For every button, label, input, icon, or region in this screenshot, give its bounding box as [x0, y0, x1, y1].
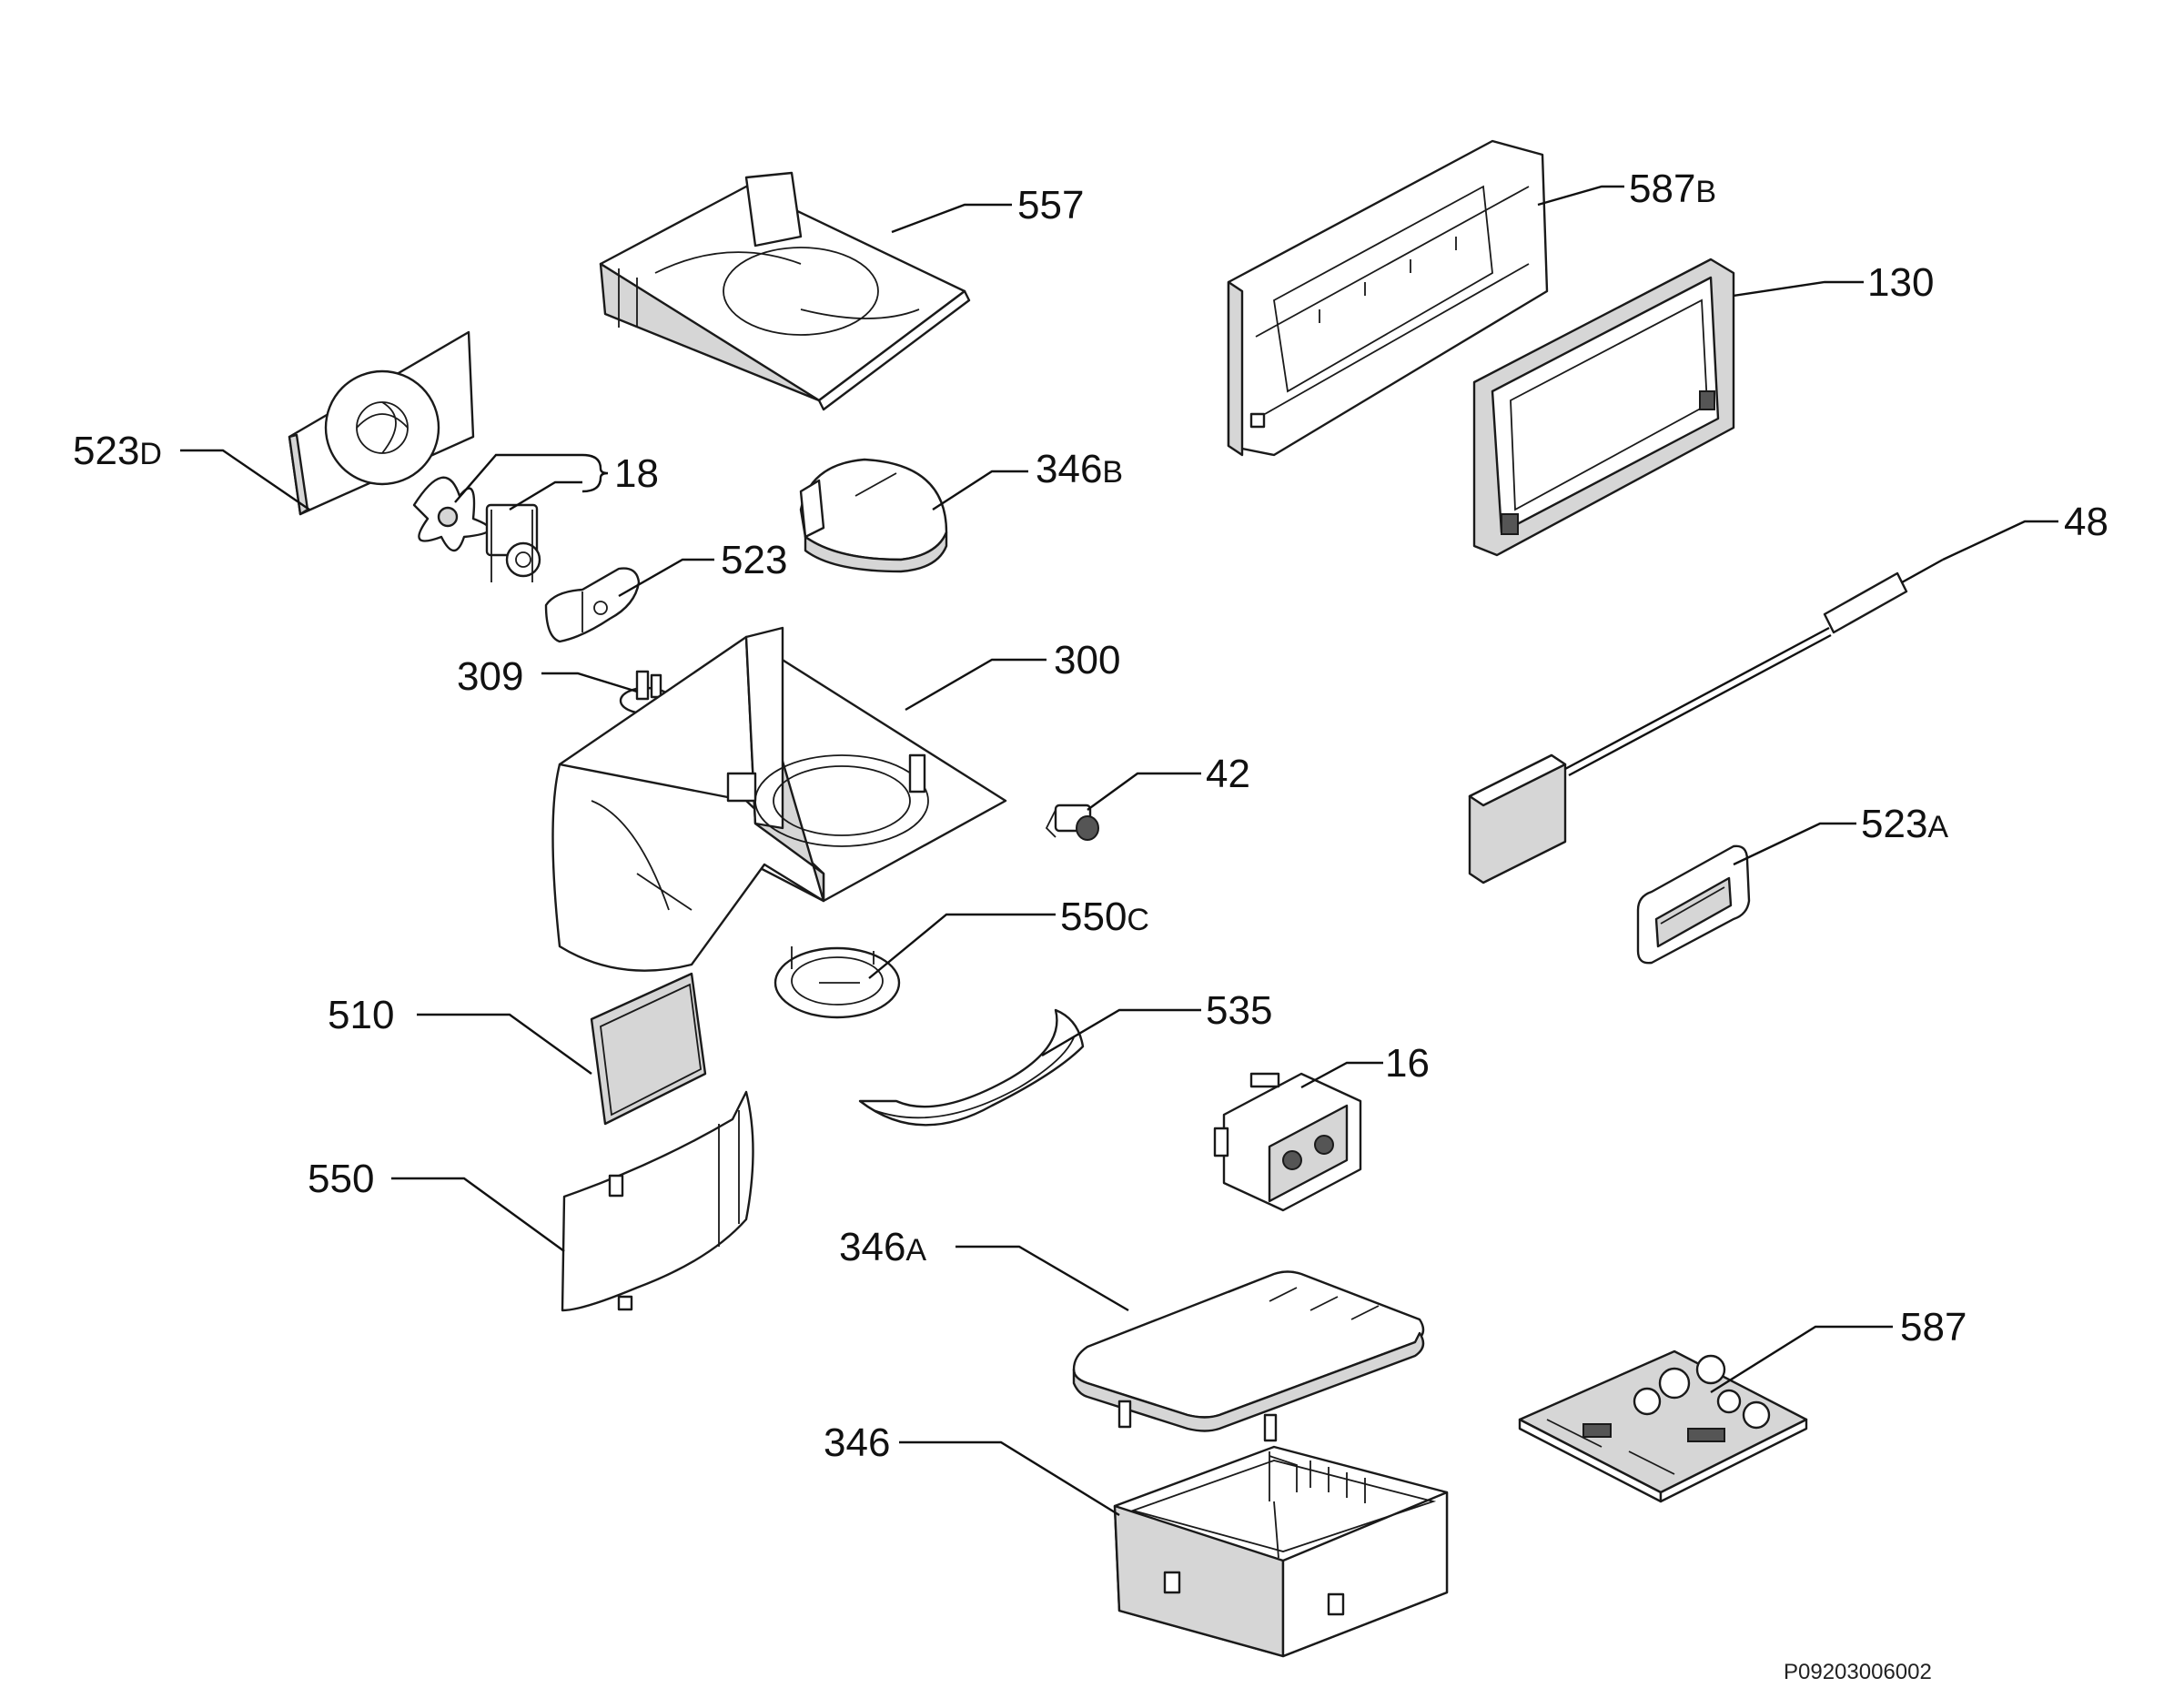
part-18-fan-assembly[interactable]	[412, 476, 541, 582]
callout-16: 16	[1385, 1041, 1430, 1086]
callout-550c: 550C	[1060, 895, 1149, 939]
part-510-filter-plate[interactable]	[590, 972, 707, 1126]
callout-346: 346	[824, 1420, 890, 1465]
callout-535: 535	[1206, 988, 1272, 1033]
callout-18: 18	[614, 451, 659, 496]
callout-346b: 346B	[1036, 447, 1123, 491]
callout-523a: 523A	[1861, 802, 1948, 846]
callout-587b: 587B	[1629, 167, 1716, 211]
callout-523: 523	[721, 538, 787, 582]
part-130-panel[interactable]	[1472, 258, 1735, 557]
part-16-switch[interactable]	[1213, 1072, 1362, 1212]
part-42-lamp-holder[interactable]	[1045, 804, 1099, 841]
callout-557: 557	[1017, 183, 1084, 227]
part-346-box-base[interactable]	[1113, 1445, 1449, 1658]
callout-130: 130	[1867, 260, 1934, 305]
callout-309: 309	[457, 654, 523, 699]
diagram-code: P09203006002	[1784, 1660, 1932, 1684]
callout-510: 510	[328, 993, 394, 1037]
part-550-front-cover[interactable]	[561, 1090, 754, 1312]
callout-523d: 523D	[73, 429, 162, 473]
callout-550: 550	[308, 1157, 374, 1201]
part-346b-round-cover[interactable]	[799, 458, 948, 573]
part-523a-button[interactable]	[1636, 844, 1751, 965]
part-557-top-tray[interactable]	[599, 171, 971, 411]
part-535-strip[interactable]	[858, 1008, 1085, 1127]
part-300-main-housing[interactable]	[551, 626, 1007, 972]
part-550c-ring[interactable]	[774, 946, 901, 1019]
callout-labels: 557 587B 130 523D 18 346B 523 48 309 300…	[73, 167, 2108, 1465]
part-346a-box-lid[interactable]	[1072, 1270, 1425, 1442]
part-523d-fan-shroud[interactable]	[288, 330, 475, 516]
callout-48: 48	[2064, 500, 2108, 544]
callout-587: 587	[1900, 1305, 1967, 1349]
callout-42: 42	[1206, 752, 1250, 796]
part-587b-frame[interactable]	[1227, 139, 1549, 457]
callout-300: 300	[1054, 638, 1120, 682]
part-587-circuit-board[interactable]	[1518, 1349, 1808, 1503]
leader-lines	[180, 185, 2058, 1517]
callout-346a: 346A	[839, 1225, 926, 1269]
part-48-sensor-cable[interactable]	[1468, 558, 1944, 884]
part-523-bracket[interactable]	[544, 567, 641, 643]
